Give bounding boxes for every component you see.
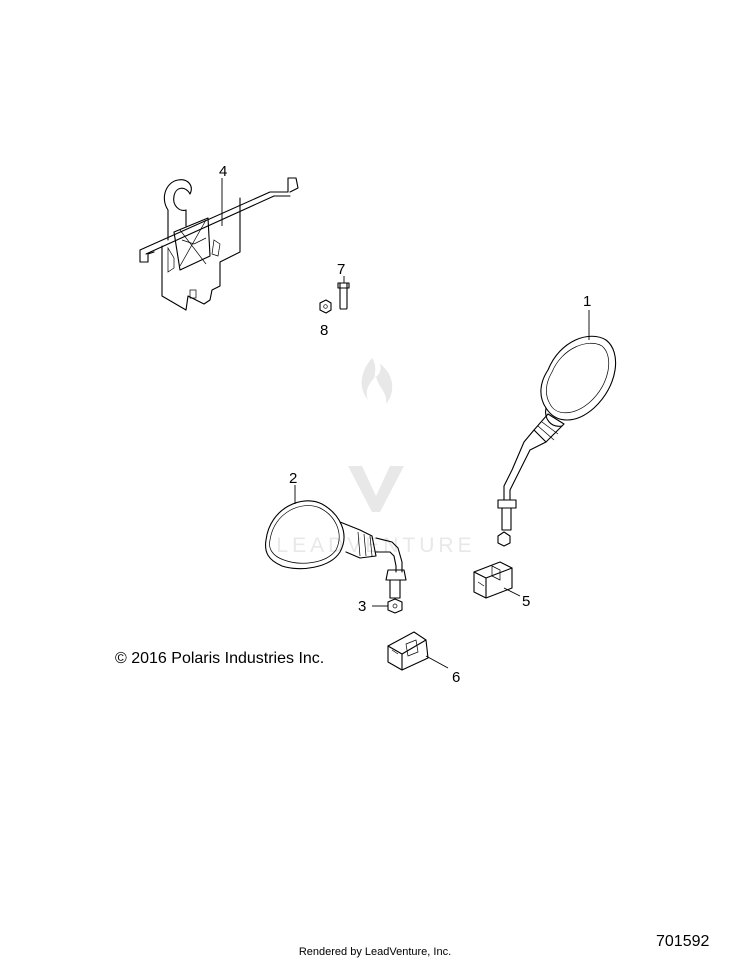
part-7-screw: [337, 276, 350, 310]
callout-1: 1: [583, 293, 591, 310]
copyright-notice: © 2016 Polaris Industries Inc.: [115, 650, 325, 667]
part-6-block: [387, 631, 449, 671]
part-2-left-mirror: [264, 485, 407, 599]
callout-4: 4: [219, 163, 227, 180]
callout-8: 8: [320, 322, 328, 339]
rendered-by-footer: Rendered by LeadVenture, Inc.: [298, 946, 452, 958]
callout-6: 6: [452, 669, 460, 686]
part-1-right-mirror: [497, 310, 617, 547]
callout-7: 7: [337, 261, 345, 278]
part-5-block: [473, 561, 521, 599]
callout-2: 2: [289, 470, 297, 487]
drawing-number: 701592: [656, 933, 710, 950]
leadventure-watermark: LEADVENTURE: [276, 358, 472, 557]
part-8-nut: [319, 299, 332, 314]
part-4-bracket: [139, 177, 299, 311]
callout-5: 5: [522, 593, 530, 610]
part-3-nut: [372, 598, 403, 614]
callout-3: 3: [358, 598, 366, 615]
